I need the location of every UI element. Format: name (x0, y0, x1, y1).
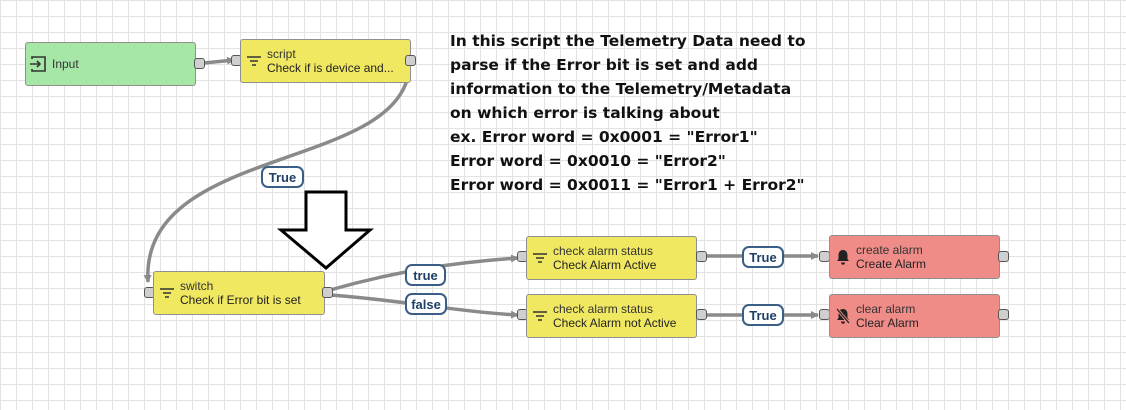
node-switch[interactable]: switch Check if Error bit is set (153, 271, 325, 315)
filter-lines-icon (527, 310, 553, 322)
node-input[interactable]: Input (25, 42, 196, 86)
switch-type: switch (180, 278, 214, 293)
filter-lines-icon (241, 55, 267, 67)
create-alarm-output-port[interactable] (998, 251, 1009, 262)
check-not-active-output-port[interactable] (696, 309, 707, 320)
input-label: Input (52, 57, 79, 71)
clear-alarm-name: Clear Alarm (856, 315, 919, 330)
down-arrow-annotation (276, 190, 375, 270)
check-not-active-type: check alarm status (553, 301, 654, 316)
node-check-alarm-not-active[interactable]: check alarm status Check Alarm not Activ… (526, 294, 697, 338)
clear-alarm-type: clear alarm (856, 301, 916, 316)
script-type: script (267, 46, 296, 61)
link-label-switch-false[interactable]: false (405, 293, 447, 315)
check-not-active-name: Check Alarm not Active (553, 315, 677, 330)
switch-name: Check if Error bit is set (180, 292, 301, 307)
link-label-clear-true[interactable]: True (742, 304, 784, 326)
note-line: on which error is talking about (450, 104, 720, 122)
script-name: Check if is device and... (267, 60, 394, 75)
filter-lines-icon (527, 252, 553, 264)
node-script[interactable]: script Check if is device and... (240, 39, 411, 83)
check-active-type: check alarm status (553, 243, 654, 258)
annotation-note: In this script the Telemetry Data need t… (450, 29, 830, 197)
link-label-switch-true[interactable]: true (405, 264, 446, 286)
check-active-name: Check Alarm Active (553, 257, 657, 272)
note-line: Error word = 0x0011 = "Error1 + Error2" (450, 176, 805, 194)
note-line: In this script the Telemetry Data need t… (450, 32, 806, 50)
note-line: information to the Telemetry/Metadata (450, 80, 792, 98)
wire-input-script[interactable] (203, 56, 235, 65)
wire-script-switch[interactable] (143, 79, 409, 283)
node-clear-alarm[interactable]: clear alarm Clear Alarm (829, 294, 1000, 338)
clear-alarm-output-port[interactable] (998, 309, 1009, 320)
link-label-script-switch[interactable]: True (261, 166, 304, 188)
create-alarm-name: Create Alarm (856, 256, 927, 271)
node-create-alarm[interactable]: create alarm Create Alarm (829, 235, 1000, 279)
filter-lines-icon (154, 287, 180, 299)
switch-output-port[interactable] (322, 287, 333, 298)
node-check-alarm-active[interactable]: check alarm status Check Alarm Active (526, 236, 697, 280)
note-line: ex. Error word = 0x0001 = "Error1" (450, 128, 758, 146)
script-output-port[interactable] (405, 55, 416, 66)
note-line: Error word = 0x0010 = "Error2" (450, 152, 726, 170)
bell-off-icon (830, 308, 856, 324)
link-label-create-true[interactable]: True (742, 246, 784, 268)
note-line: parse if the Error bit is set and add (450, 56, 759, 74)
create-alarm-type: create alarm (856, 242, 923, 257)
check-active-output-port[interactable] (696, 251, 707, 262)
bell-icon (830, 249, 856, 265)
input-arrow-icon (26, 56, 52, 72)
input-output-port[interactable] (194, 58, 205, 69)
